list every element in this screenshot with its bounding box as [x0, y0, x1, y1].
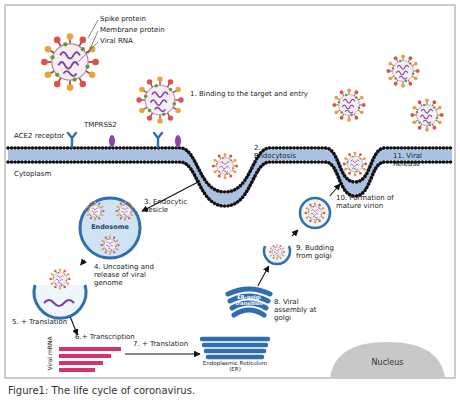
endocytosis-pit-shape — [200, 148, 250, 188]
virus-particle — [332, 88, 365, 121]
stage-label: ER-golgi transition — [230, 295, 268, 307]
stage-label: 2. Endocytosis — [254, 144, 304, 160]
process-arrow — [330, 184, 340, 196]
virus-particle — [136, 76, 183, 123]
part-label: TMPRSS2 — [84, 121, 124, 129]
stage-note: 6.+ Transcription — [75, 333, 135, 341]
ace2-receptor — [68, 133, 162, 147]
stage-label: 4. Uncoating and release of viral genome — [94, 263, 156, 287]
stage-label: Endoplasmic Reticulum (ER) — [200, 360, 270, 373]
golgi-apparatus: ER-golgi transition8. Viral assembly at … — [226, 286, 272, 318]
viral-release-site-shape — [325, 150, 385, 184]
process-arrow — [258, 266, 269, 286]
step-label: 5. + Translation — [12, 318, 68, 326]
figure-caption: Figure1: The life cycle of coronavirus. — [8, 385, 452, 397]
step-label: 7. + Translation — [133, 340, 203, 348]
leader-line — [78, 20, 98, 62]
stage-label: 3. Endocytic vesicle — [144, 198, 204, 214]
process-arrow — [70, 317, 77, 335]
part-label: ACE2 receptor — [14, 132, 68, 140]
budding-vesicle: 9. Budding from golgi — [262, 236, 292, 266]
endosome-vesicle: 3. Endocytic vesicleEndosome — [78, 196, 142, 260]
viral-mrna: Viral mRNA6.+ Transcription — [45, 335, 125, 373]
mature-virion-vesicle-shape — [298, 196, 332, 230]
uncoating-vesicle-shape — [30, 265, 90, 317]
stage-note: Endosome — [78, 224, 142, 231]
stage-label: 11. Viral Release — [393, 152, 445, 168]
stage-label: 9. Budding from golgi — [296, 244, 352, 260]
part-label: Spike protein — [100, 15, 180, 23]
uncoating-vesicle: 4. Uncoating and release of viral genome — [30, 265, 90, 317]
virus-particle — [41, 33, 99, 91]
mature-virion-vesicle: 10. Formation of mature virion — [298, 196, 332, 230]
part-label: Cytoplasm — [14, 170, 74, 178]
process-arrow — [81, 260, 85, 265]
part-label: Viral RNA — [100, 37, 180, 45]
stage-label: 10. Formation of mature virion — [336, 194, 398, 210]
viral-release-site: 11. Viral Release — [325, 150, 385, 184]
virus-particle — [410, 98, 443, 131]
stage-note: 8. Viral assembly at golgi — [274, 298, 334, 322]
process-arrow — [125, 353, 200, 354]
stage-label: Viral mRNA — [47, 334, 54, 372]
figure-frame — [5, 5, 455, 378]
endoplasmic-reticulum: Endoplasmic Reticulum (ER) — [200, 335, 270, 373]
process-arrow — [292, 230, 298, 236]
endocytosis-pit: 2. Endocytosis — [200, 148, 250, 188]
process-arrow — [142, 181, 200, 211]
part-label: 1. Binding to the target and entry — [190, 90, 340, 98]
nucleus: Nucleus — [330, 342, 445, 378]
stage-label: Nucleus — [330, 358, 445, 367]
part-label: Membrane protein — [100, 26, 180, 34]
tmprss2-protease — [109, 135, 181, 147]
virus-particle — [386, 54, 419, 87]
budding-vesicle-shape — [262, 236, 292, 266]
